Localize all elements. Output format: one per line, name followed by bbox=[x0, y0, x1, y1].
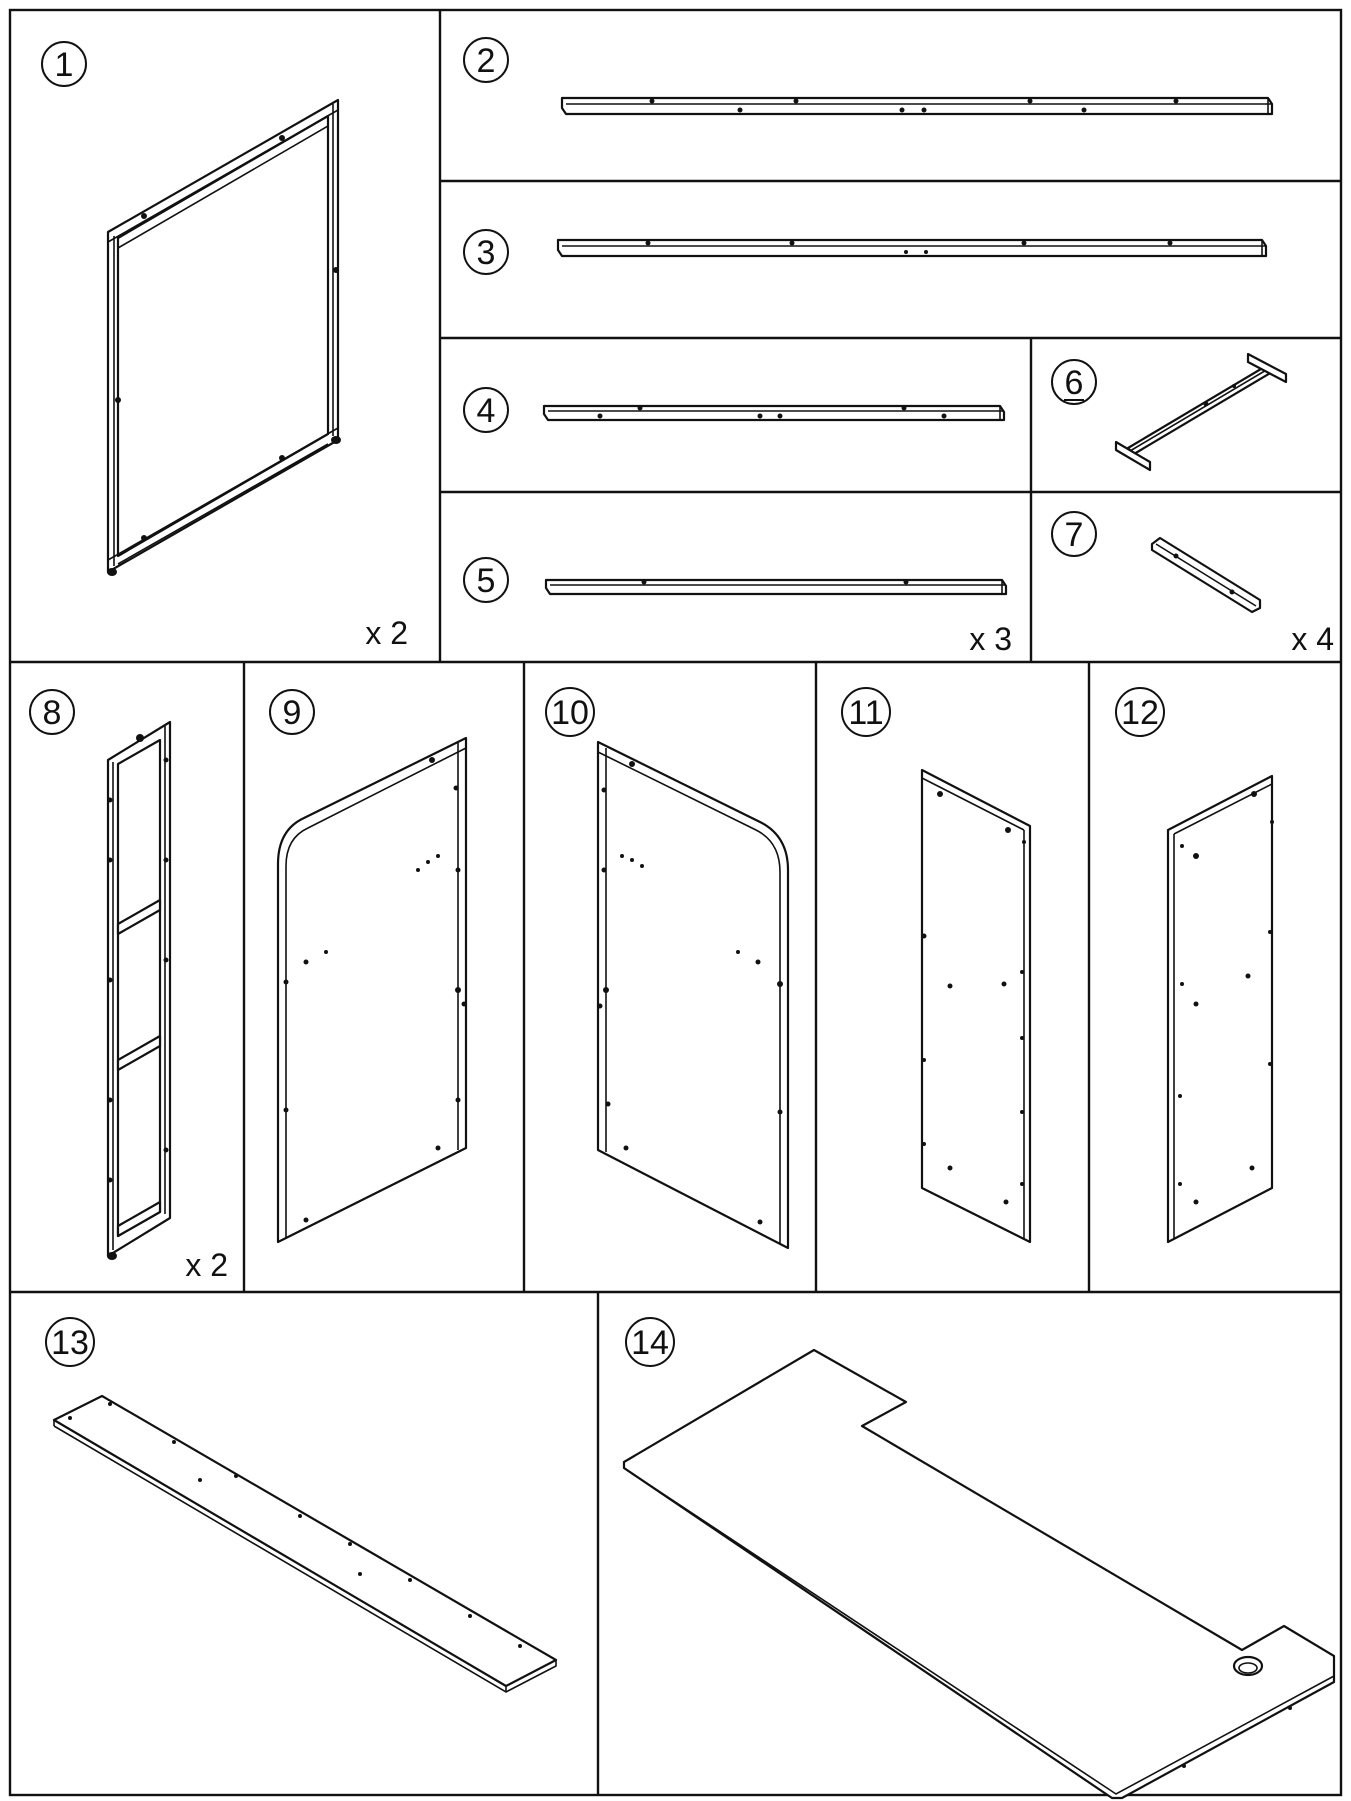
quantity-label: x 2 bbox=[185, 1247, 228, 1283]
part-number-bubble: 10 bbox=[545, 687, 595, 737]
part-number: 4 bbox=[477, 392, 496, 430]
part-number: 6 bbox=[1065, 364, 1084, 402]
part-4-beam-drawing bbox=[542, 404, 1006, 422]
quantity-label: x 4 bbox=[1291, 621, 1334, 657]
part-number-bubble: 14 bbox=[625, 1317, 675, 1367]
part-number-bubble: 9 bbox=[269, 689, 315, 735]
part-number-bubble: 3 bbox=[463, 229, 509, 275]
part-6-crossbar-drawing bbox=[1114, 352, 1288, 472]
quantity-label: x 2 bbox=[365, 615, 408, 651]
part-number: 8 bbox=[43, 694, 62, 732]
part-number-bubble: 5 bbox=[463, 557, 509, 603]
part-number-bubble: 13 bbox=[45, 1317, 95, 1367]
part-number-bubble: 12 bbox=[1115, 687, 1165, 737]
grid-lines bbox=[8, 8, 1343, 1797]
part-2-beam-drawing bbox=[560, 96, 1274, 116]
part-number: 12 bbox=[1121, 694, 1159, 732]
part-10-side-panel-drawing bbox=[596, 740, 790, 1250]
part-number-bubble: 11 bbox=[841, 687, 891, 737]
part-8-ladder-frame-drawing bbox=[106, 720, 172, 1260]
part-9-side-panel-drawing bbox=[276, 736, 468, 1244]
part-number: 2 bbox=[477, 42, 496, 80]
part-11-narrow-panel-drawing bbox=[920, 768, 1032, 1244]
part-number: 1 bbox=[55, 46, 74, 84]
part-3-beam-drawing bbox=[556, 238, 1268, 258]
part-1-frame-drawing bbox=[106, 98, 341, 576]
sheet-border bbox=[8, 8, 1343, 1797]
part-14-desktop-drawing bbox=[622, 1348, 1336, 1800]
part-number: 10 bbox=[551, 694, 589, 732]
part-number: 14 bbox=[631, 1324, 669, 1362]
part-number: 3 bbox=[477, 234, 496, 272]
part-number-bubbles: 1 2 3 4 5 6 7 8 bbox=[29, 37, 1165, 1367]
part-number-bubble: 7 bbox=[1051, 511, 1097, 557]
part-12-narrow-panel-drawing bbox=[1166, 774, 1274, 1244]
part-number: 5 bbox=[477, 562, 496, 600]
part-number-bubble: 1 bbox=[41, 41, 87, 87]
part-number: 9 bbox=[283, 694, 302, 732]
part-5-beam-drawing bbox=[544, 578, 1008, 596]
part-number-bubble: 8 bbox=[29, 689, 75, 735]
part-number: 13 bbox=[51, 1324, 89, 1362]
part-number: 11 bbox=[848, 694, 883, 732]
part-13-top-board-drawing bbox=[52, 1394, 558, 1693]
part-number: 7 bbox=[1065, 516, 1084, 554]
part-number-bubble: 6 bbox=[1051, 359, 1097, 405]
part-number-bubble: 4 bbox=[463, 387, 509, 433]
part-7-short-beam-drawing bbox=[1150, 536, 1262, 614]
quantity-label: x 3 bbox=[969, 621, 1012, 657]
quantity-labels: x 2 x 3 x 4 x 2 bbox=[185, 615, 1334, 1283]
part-number-bubble: 2 bbox=[463, 37, 509, 83]
